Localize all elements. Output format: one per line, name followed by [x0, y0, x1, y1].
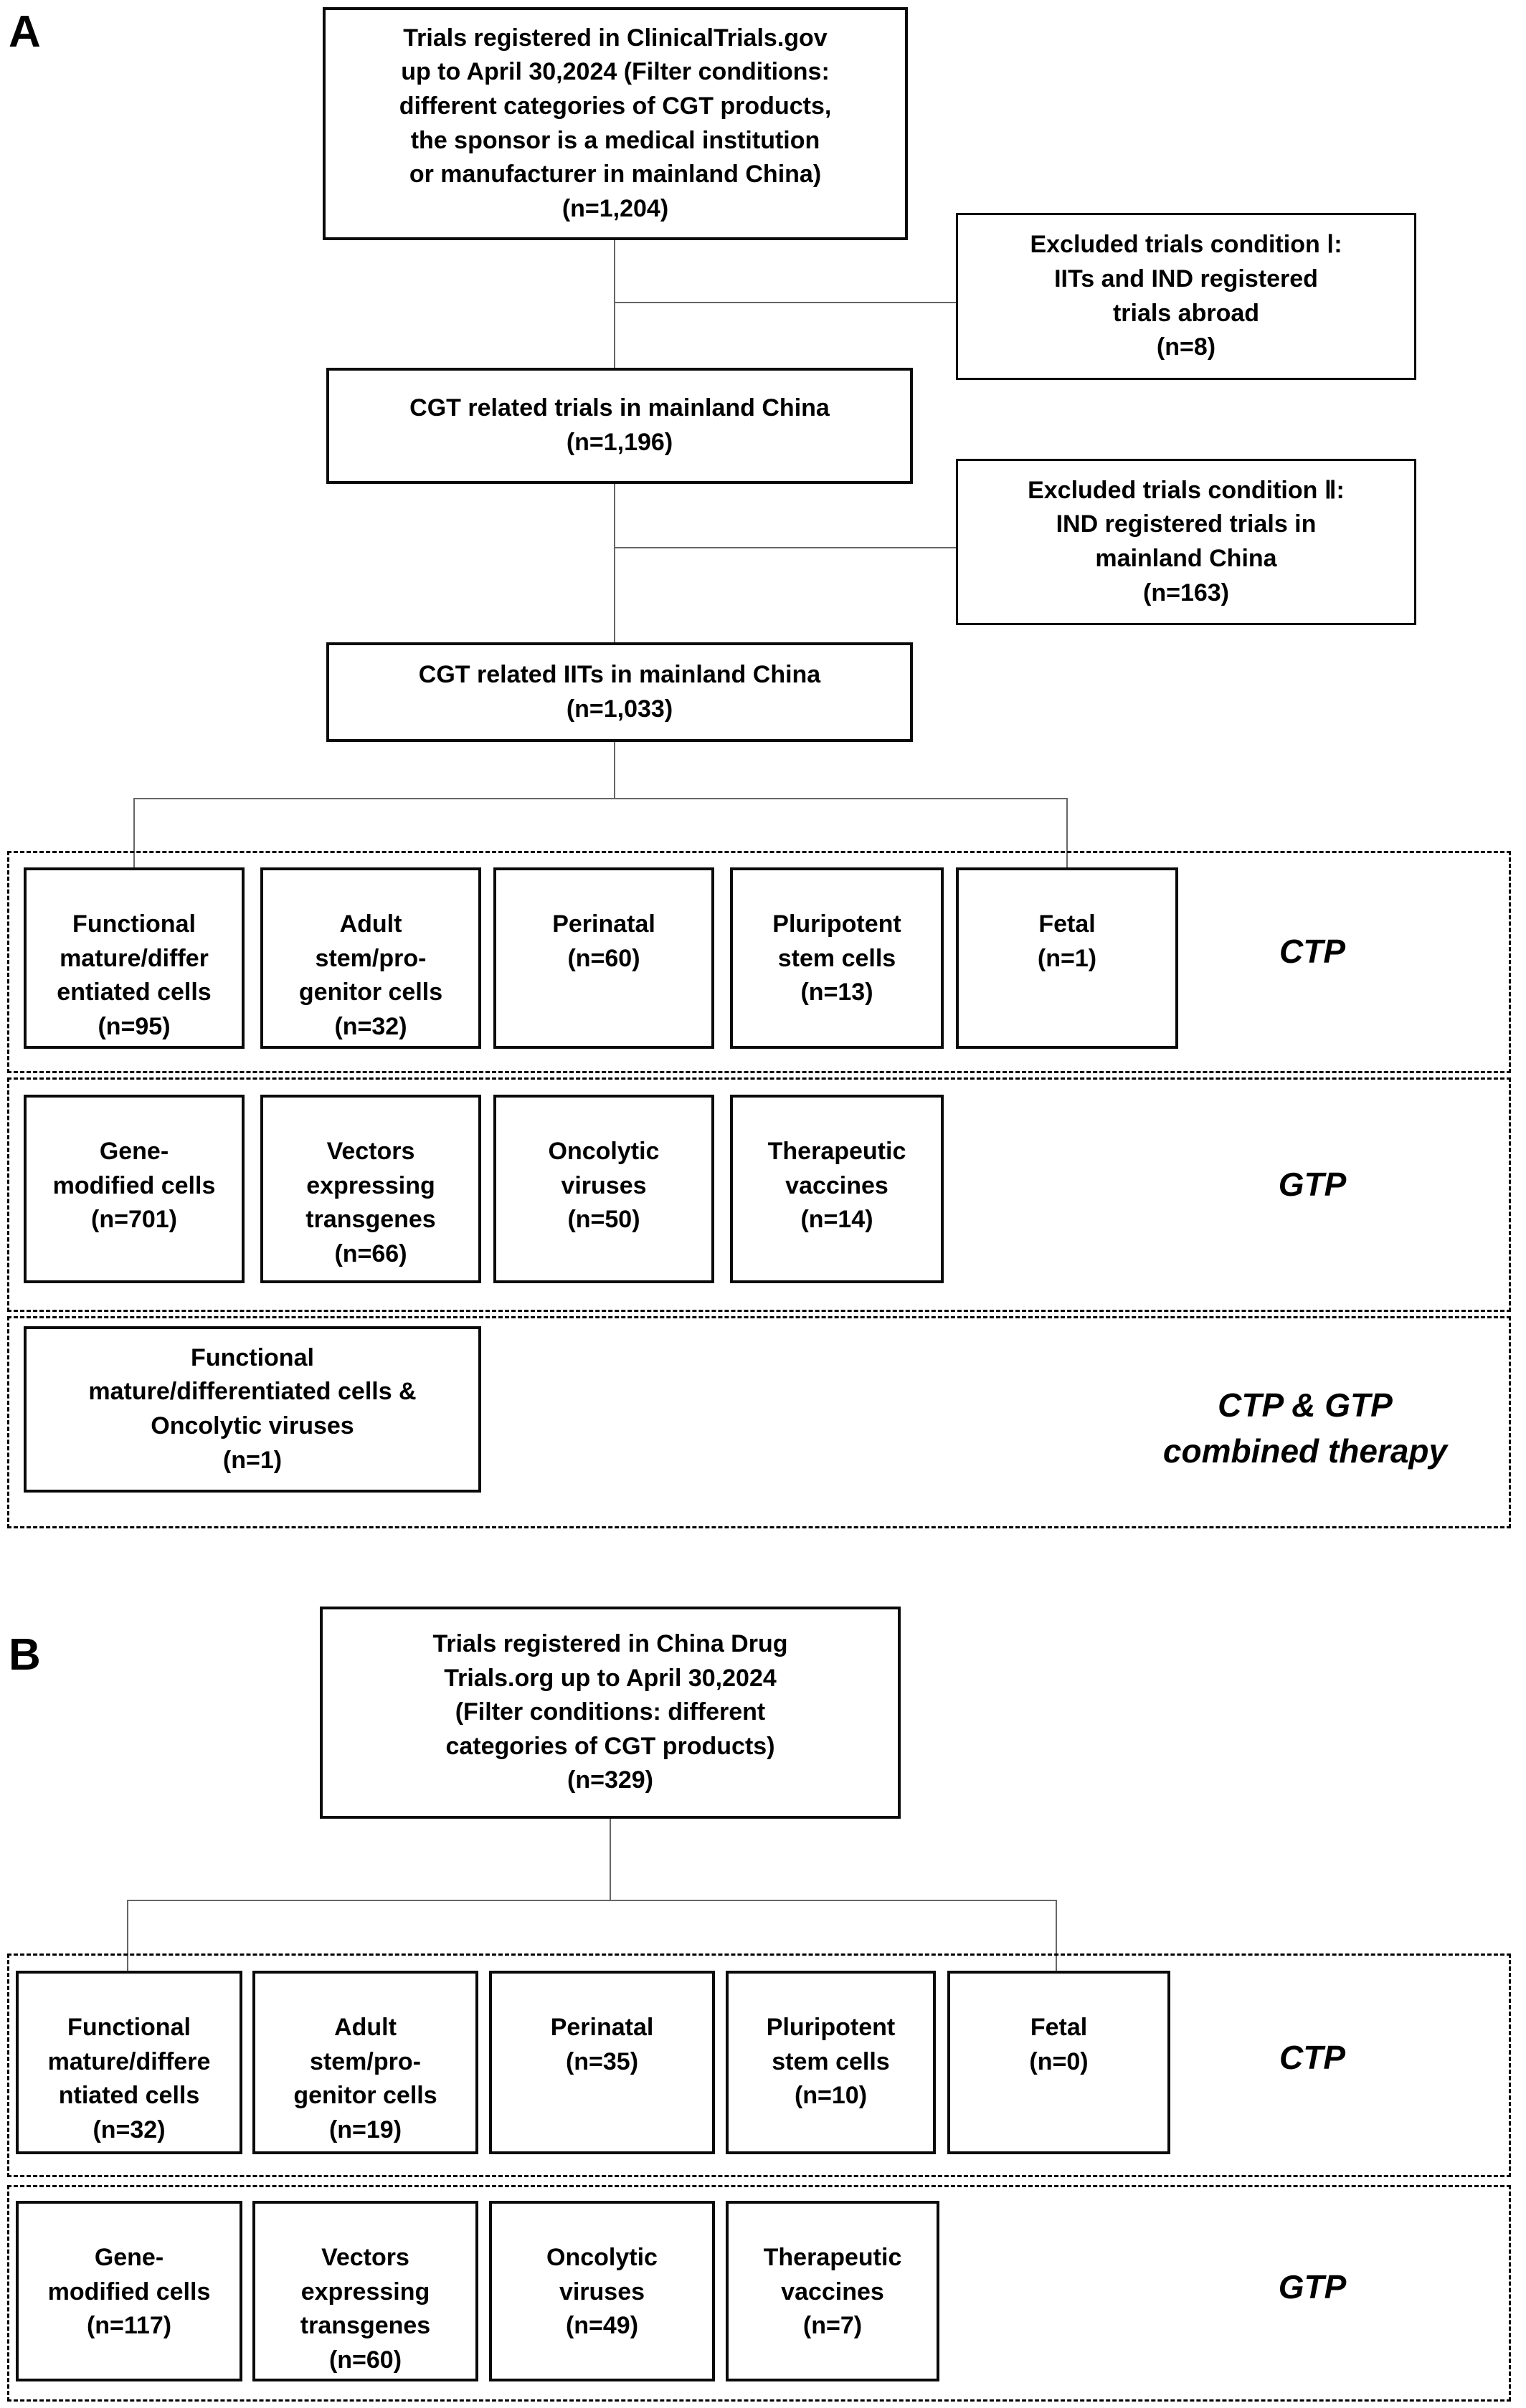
category-box-vaccines-a: Therapeutic vaccines (n=14) [730, 1095, 944, 1283]
connector-line [614, 484, 615, 642]
panel-b-source-text: Trials registered in China Drug Trials.o… [432, 1630, 788, 1794]
connector-line [127, 1900, 128, 1972]
category-box-oncolytic-a: Oncolytic viruses (n=50) [493, 1095, 714, 1283]
connector-line [133, 798, 135, 870]
panel-a-combined-region [7, 1316, 1511, 1528]
panel-a-iit-box: CGT related IITs in mainland China (n=1,… [326, 642, 913, 742]
connector-line [615, 302, 957, 303]
category-box-text: Perinatal (n=60) [552, 910, 655, 972]
category-box-functional-mature-b: Functional mature/differe ntiated cells … [16, 1971, 242, 2154]
category-box-text: Functional mature/differentiated cells &… [88, 1343, 417, 1474]
panel-a-ctp-group-label: CTP [1279, 933, 1345, 970]
panel-a-excluded-text-1: Excluded trials condition Ⅰ: IITs and IN… [1030, 231, 1342, 361]
panel-a-gtp-region [7, 1077, 1511, 1312]
category-box-text: Vectors expressing transgenes (n=66) [305, 1138, 436, 1267]
category-box-text: Therapeutic vaccines (n=14) [767, 1138, 906, 1234]
panel-a-related-box: CGT related trials in mainland China (n=… [326, 368, 913, 484]
panel-b-gtp-region [7, 2185, 1511, 2402]
panel-a-gtp-group-label: GTP [1278, 1166, 1347, 1203]
panel-a-source-text: Trials registered in ClinicalTrials.gov … [399, 24, 832, 222]
category-box-text: Fetal (n=0) [1029, 2014, 1089, 2075]
panel-b-ctp-region [7, 1953, 1511, 2177]
category-box-adult-stem-b: Adult stem/pro- genitor cells (n=19) [252, 1971, 478, 2154]
connector-line [615, 547, 957, 548]
panel-a-ctp-region [7, 851, 1511, 1073]
connector-line [614, 742, 615, 799]
category-box-gene-modified-a: Gene- modified cells (n=701) [24, 1095, 245, 1283]
category-box-text: Oncolytic viruses (n=49) [546, 2244, 658, 2340]
connector-line [1056, 1900, 1057, 1972]
category-box-text: Therapeutic vaccines (n=7) [763, 2244, 902, 2340]
category-box-perinatal-a: Perinatal (n=60) [493, 867, 714, 1049]
category-box-vectors-b: Vectors expressing transgenes (n=60) [252, 2201, 478, 2381]
category-box-text: Adult stem/pro- genitor cells (n=32) [298, 910, 443, 1040]
category-box-text: Gene- modified cells (n=117) [47, 2244, 211, 2340]
category-box-combined-a: Functional mature/differentiated cells &… [24, 1326, 481, 1493]
category-box-adult-stem-a: Adult stem/pro- genitor cells (n=32) [260, 867, 481, 1049]
panel-a-combined-group-label: CTP & GTP combined therapy [1162, 1386, 1448, 1470]
category-box-text: Gene- modified cells (n=701) [52, 1138, 216, 1234]
panel-a-iit-text: CGT related IITs in mainland China (n=1,… [418, 660, 821, 723]
category-box-oncolytic-b: Oncolytic viruses (n=49) [489, 2201, 715, 2381]
category-box-text: Pluripotent stem cells (n=10) [766, 2014, 896, 2110]
category-box-text: Pluripotent stem cells (n=13) [772, 910, 901, 1006]
panel-a-source-box: Trials registered in ClinicalTrials.gov … [323, 7, 908, 240]
connector-line [127, 1900, 1056, 1901]
category-box-perinatal-b: Perinatal (n=35) [489, 1971, 715, 2154]
connector-line [610, 1819, 611, 1901]
panel-b-label: B [9, 1630, 41, 1680]
category-box-text: Fetal (n=1) [1037, 910, 1097, 972]
category-box-text: Perinatal (n=35) [550, 2014, 654, 2075]
panel-b-source-box: Trials registered in China Drug Trials.o… [320, 1607, 901, 1819]
category-box-text: Adult stem/pro- genitor cells (n=19) [293, 2014, 437, 2143]
panel-a-excluded-box-1: Excluded trials condition Ⅰ: IITs and IN… [956, 213, 1416, 380]
panel-b-gtp-group-label: GTP [1278, 2268, 1347, 2305]
category-box-gene-modified-b: Gene- modified cells (n=117) [16, 2201, 242, 2381]
connector-line [614, 240, 615, 368]
category-box-fetal-a: Fetal (n=1) [956, 867, 1178, 1049]
category-box-vectors-a: Vectors expressing transgenes (n=66) [260, 1095, 481, 1283]
category-box-pluripotent-b: Pluripotent stem cells (n=10) [726, 1971, 936, 2154]
category-box-text: Vectors expressing transgenes (n=60) [300, 2244, 431, 2374]
panel-a-excluded-box-2: Excluded trials condition Ⅱ: IND registe… [956, 459, 1416, 625]
panel-a-excluded-text-2: Excluded trials condition Ⅱ: IND registe… [1028, 476, 1345, 606]
connector-line [133, 798, 1068, 799]
panel-a-related-text: CGT related trials in mainland China (n=… [409, 394, 830, 456]
category-box-functional-mature-a: Functional mature/differ entiated cells … [24, 867, 245, 1049]
connector-line [1066, 798, 1068, 870]
panel-b-ctp-group-label: CTP [1279, 2039, 1345, 2076]
category-box-pluripotent-a: Pluripotent stem cells (n=13) [730, 867, 944, 1049]
category-box-text: Functional mature/differ entiated cells … [57, 910, 212, 1040]
panel-a-label: A [9, 7, 41, 57]
category-box-text: Functional mature/differe ntiated cells … [47, 2014, 211, 2143]
category-box-text: Oncolytic viruses (n=50) [548, 1138, 660, 1234]
category-box-fetal-b: Fetal (n=0) [947, 1971, 1170, 2154]
category-box-vaccines-b: Therapeutic vaccines (n=7) [726, 2201, 939, 2381]
